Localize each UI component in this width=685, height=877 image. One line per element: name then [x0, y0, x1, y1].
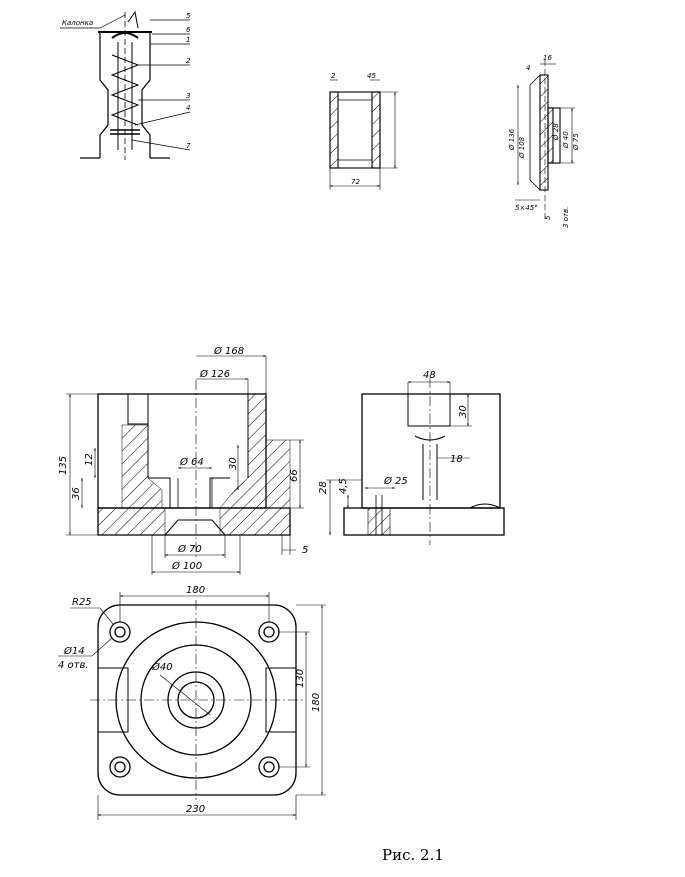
- side-dim-28: 28: [318, 481, 329, 494]
- front-view-section: [66, 355, 304, 575]
- front-dim-66: 66: [289, 469, 300, 482]
- front-dim-d100: Ø 100: [171, 560, 202, 572]
- cup-dim-holes: 3 отв.: [562, 207, 570, 228]
- valve-schematic: [60, 10, 191, 160]
- cup-dim-d28: Ø 28: [552, 123, 560, 141]
- cup-dim-16: 16: [543, 54, 552, 62]
- cup-dim-chamfer: 5×45°: [515, 204, 538, 212]
- side-dim-d25: Ø 25: [383, 475, 408, 487]
- front-dim-d70: Ø 70: [177, 543, 202, 555]
- valve-ref-2: 2: [186, 57, 191, 65]
- bushing-dim-length: 72: [351, 178, 360, 186]
- plan-dim-d40: Ø40: [151, 661, 173, 673]
- front-dim-d64: Ø 64: [179, 456, 204, 468]
- cup-dim-d108: Ø 108: [518, 136, 526, 159]
- bushing-drawing: [329, 79, 398, 190]
- valve-ref-6: 6: [186, 26, 191, 34]
- cup-dim-4: 4: [526, 64, 530, 72]
- valve-ref-3: 3: [186, 92, 190, 100]
- cup-drawing: [515, 60, 575, 220]
- front-dim-36: 36: [71, 487, 82, 500]
- side-dim-18: 18: [450, 454, 463, 465]
- plan-dim-180-side: 180: [311, 693, 322, 712]
- valve-ref-7: 7: [186, 142, 191, 150]
- cup-dim-d40: Ø 40: [562, 131, 570, 149]
- bushing-dim-wall: 2: [331, 72, 336, 80]
- plan-dim-r25: R25: [72, 597, 92, 608]
- valve-ref-4: 4: [186, 104, 190, 112]
- bushing-dim-chamfer: 45: [367, 72, 376, 80]
- front-dim-12: 12: [84, 453, 95, 466]
- front-dim-d126: Ø 126: [199, 368, 230, 380]
- cup-dim-d75: Ø 75: [572, 133, 580, 151]
- plan-dim-d14: Ø14: [63, 645, 85, 657]
- cup-dim-d136: Ø 136: [508, 128, 516, 151]
- side-view-section: [326, 378, 505, 545]
- front-dim-30: 30: [228, 457, 239, 470]
- plan-dim-230: 230: [186, 804, 205, 815]
- valve-label-top: Калонка: [62, 19, 93, 27]
- valve-ref-1: 1: [186, 36, 190, 44]
- side-dim-48: 48: [423, 370, 436, 381]
- side-dim-4-5: 4,5: [338, 478, 349, 494]
- front-dim-135: 135: [58, 456, 69, 475]
- figure-caption: Рис. 2.1: [382, 846, 444, 864]
- front-dim-d168: Ø 168: [213, 345, 244, 357]
- plan-view: [58, 592, 326, 820]
- valve-ref-5: 5: [186, 12, 191, 20]
- front-dim-5: 5: [302, 545, 308, 556]
- plan-dim-holes: 4 отв.: [58, 660, 89, 671]
- plan-dim-180-top: 180: [186, 585, 205, 596]
- plan-dim-130: 130: [295, 669, 306, 688]
- cup-dim-5: 5: [544, 215, 552, 220]
- side-dim-30: 30: [458, 405, 469, 418]
